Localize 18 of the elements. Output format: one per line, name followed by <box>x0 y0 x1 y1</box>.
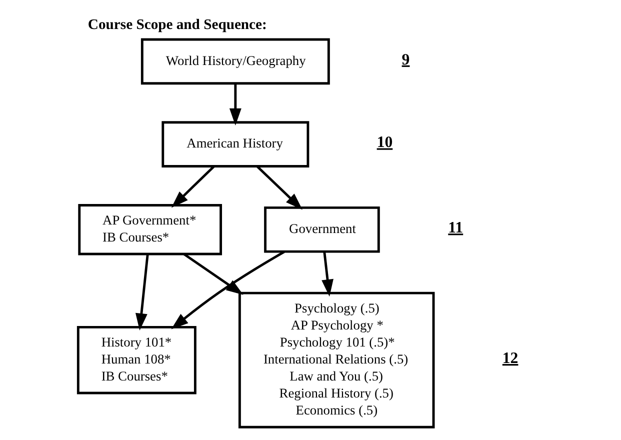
node-box: Government <box>264 206 380 252</box>
node-box: American History <box>161 120 309 167</box>
arrow <box>256 165 302 210</box>
arrow <box>182 252 243 294</box>
diagram-title: Course Scope and Sequence: <box>87 16 266 33</box>
label: 12 <box>502 350 518 367</box>
arrow <box>228 83 241 126</box>
node-box: AP Government* IB Courses* <box>78 204 222 255</box>
node-box: Psychology (.5) AP Psychology * Psychology 101 (.5)* International Relations (.5) Law and You (.5) Regional History (.5) Economics (.5) <box>238 291 434 428</box>
arrow <box>170 165 214 208</box>
arrow <box>321 251 333 296</box>
label: 9 <box>401 50 410 68</box>
arrow <box>170 250 284 329</box>
label: 11 <box>448 219 463 236</box>
node-box: History 101* Human 108* IB Courses* <box>76 325 196 394</box>
arrow <box>134 254 148 330</box>
node-box: World History/Geography <box>140 38 330 84</box>
label: 10 <box>376 134 392 151</box>
